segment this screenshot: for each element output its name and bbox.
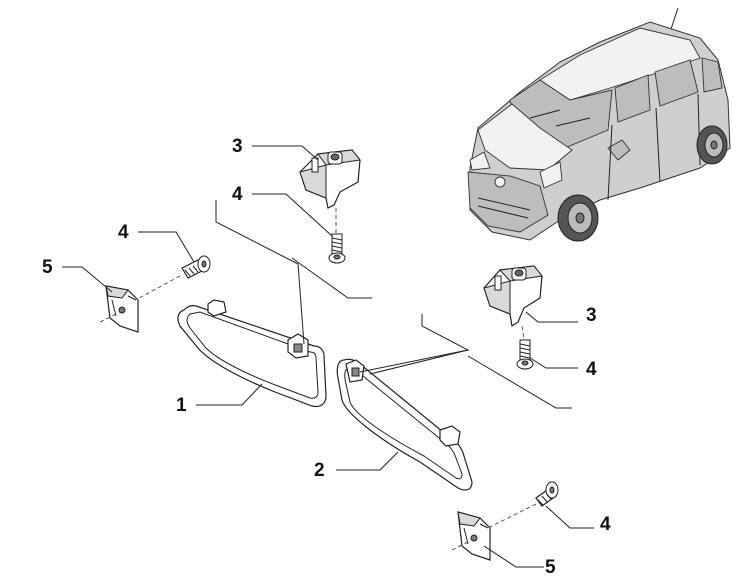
car-rear-quarter-window	[701, 57, 723, 93]
car-rear-wheel	[696, 125, 728, 165]
callout-4-upper-screw: 4	[232, 184, 243, 205]
callout-5-bottom-clip: 5	[545, 557, 556, 578]
callout-3-right-bracket: 3	[586, 305, 597, 326]
screw-right	[516, 339, 534, 370]
screw-left	[181, 255, 211, 279]
fastener-axis-line	[99, 313, 117, 323]
car-hood	[477, 103, 573, 171]
car-badge	[494, 176, 506, 188]
car-side-mirror	[607, 139, 631, 161]
car-headlight-right	[539, 161, 563, 189]
callout-4-bottom-screw: 4	[600, 514, 611, 535]
callout-3-upper-bracket: 3	[232, 136, 243, 157]
car-door-line	[655, 107, 661, 183]
callout-5-left-clip: 5	[42, 257, 53, 278]
car-roof	[539, 27, 701, 101]
fastener-axis-line	[451, 541, 469, 551]
screw-bottom	[535, 481, 559, 507]
clip-bottom	[457, 511, 491, 561]
car-side-window-rear	[654, 59, 699, 107]
car-door-line	[607, 124, 613, 201]
callout-1-left-visor: 1	[176, 395, 187, 416]
clip-left	[105, 285, 139, 333]
bracket-upper	[299, 149, 361, 209]
callout-4-right-screw: 4	[586, 359, 597, 380]
sun-visor-right	[336, 358, 473, 491]
car-side-window-front	[614, 74, 651, 123]
car-grille-line	[477, 197, 531, 211]
sun-visor-left	[177, 299, 327, 408]
car-grille-line	[477, 205, 529, 219]
car-headlight-left	[469, 151, 491, 171]
fastener-axis-line	[521, 325, 525, 341]
car-front-bumper	[467, 171, 549, 233]
car-front-wheel	[557, 194, 599, 242]
leader-lines	[62, 145, 594, 568]
screw-upper	[328, 233, 346, 264]
callout-2-right-visor: 2	[314, 460, 325, 481]
car-interior-visor-hint	[529, 109, 591, 127]
bracket-right	[483, 265, 543, 328]
car-illustration	[467, 7, 731, 242]
callout-4-left-screw: 4	[118, 222, 129, 243]
